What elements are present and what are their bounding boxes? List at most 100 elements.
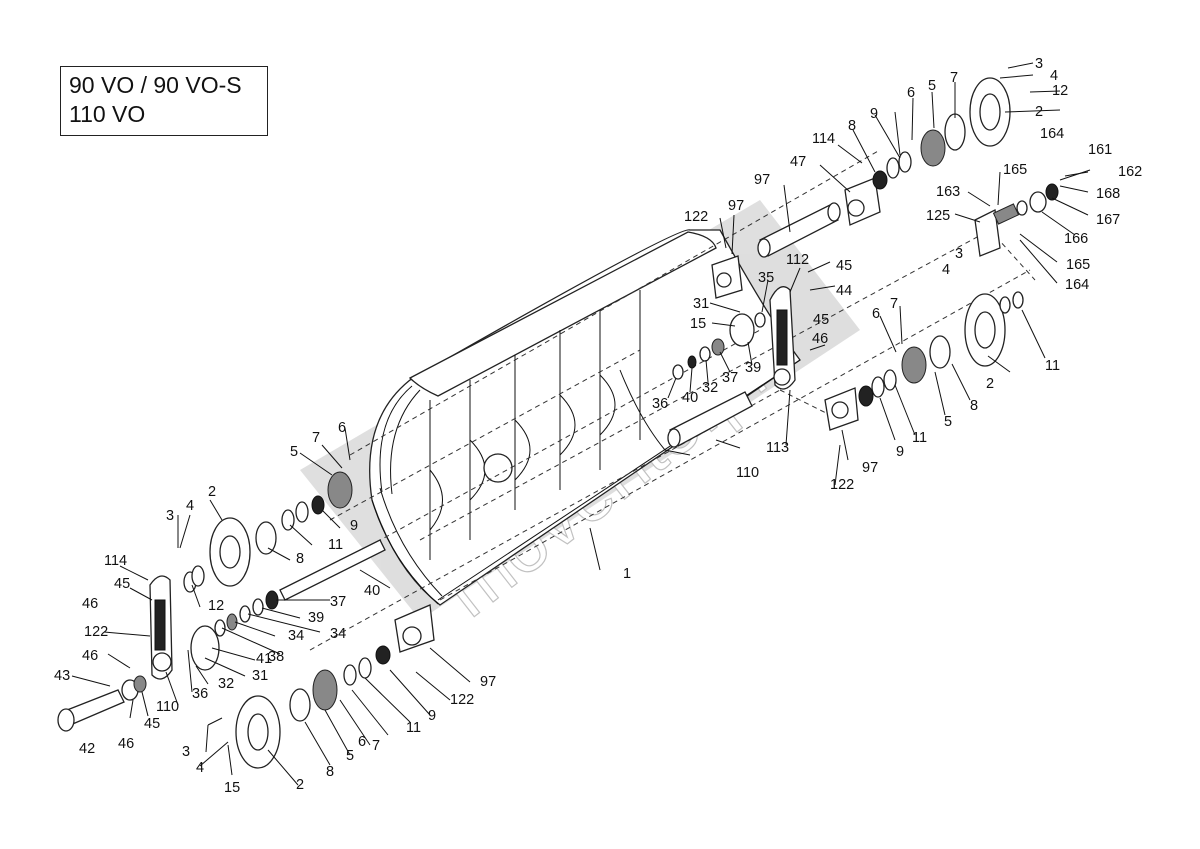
part-number-label: 114 [812,131,835,147]
part-number-label: 169 [0,0,24,4]
tensioner-assembly [974,169,1091,257]
part-number-label: 168 [1096,186,1120,202]
part-number-label: 31 [693,296,709,312]
part-number-label: 4 [942,262,950,278]
part-number-label: 162 [1118,164,1142,180]
part-number-label: 3 [182,744,190,760]
part-number-label: 112 [786,252,809,268]
part-number-label: 97 [728,198,744,214]
part-number-label: 2 [1035,104,1043,120]
part-number-label: 15 [224,780,240,796]
part-number-label: 6 [907,85,915,101]
part-number-label: 3 [166,508,174,524]
leader-lines [71,62,1089,786]
part-number-label: 2 [296,777,304,793]
part-number-label: 45 [813,312,829,328]
part-number-label: 38 [268,649,284,665]
part-number-label: 41 [256,651,272,667]
part-number-label: 8 [296,551,304,567]
part-number-label: 32 [218,676,234,692]
part-number-label: 34 [330,626,346,642]
part-number-label: 37 [722,370,738,386]
belt-drive [149,286,796,680]
part-number-label: 122 [450,692,474,708]
part-number-label: 11 [406,720,421,736]
part-number-label: 9 [350,518,358,534]
part-number-label: 5 [944,414,952,430]
part-number-label: 8 [848,118,856,134]
part-number-label: 161 [1088,142,1112,158]
part-number-label: 4 [1050,68,1058,84]
shaft-41 [279,539,386,601]
part-number-label: 2 [986,376,994,392]
part-number-label: 7 [890,296,898,312]
part-number-label: 6 [338,420,346,436]
part-number-label: 39 [745,360,761,376]
part-number-label: 125 [926,208,950,224]
part-number-label: 3 [1035,56,1043,72]
shaft-lower [667,391,753,448]
part-number-label: 42 [79,741,95,757]
part-number-label: 36 [192,686,208,702]
part-number-label: 46 [812,331,828,347]
part-number-label: 8 [970,398,978,414]
shaft-upper [757,202,841,258]
part-number-label: 40 [364,583,380,599]
part-number-label: 46 [82,596,98,612]
part-number-label: 46 [82,648,98,664]
drum-housing [369,229,801,606]
part-number-label: 2 [208,484,216,500]
part-number-label: 46 [118,736,134,752]
part-number-label: 5 [290,444,298,460]
part-number-label: 6 [358,734,366,750]
part-number-label: 31 [252,668,268,684]
part-number-label: 122 [830,477,854,493]
part-number-label: 8 [326,764,334,780]
drive-shaft-end [57,675,147,732]
part-number-label: 5 [346,748,354,764]
part-number-label: 39 [308,610,324,626]
bearing-housing-97 [394,177,881,653]
part-number-label: 7 [950,70,958,86]
part-number-label: 7 [372,738,380,754]
part-number-label: 12 [208,598,224,614]
flange-2 [209,77,1011,769]
part-number-label: 122 [684,209,708,225]
small-parts-lower [214,590,279,637]
part-number-label: 97 [754,172,770,188]
part-number-label: 36 [652,396,668,412]
part-number-label: 165 [1066,257,1090,273]
part-number-label: 3 [955,246,963,262]
part-number-label: 122 [84,624,108,640]
part-number-label: 45 [836,258,852,274]
part-number-label: 110 [156,699,179,715]
part-callouts: 1222233334444555566667777888899991111111… [0,0,1142,796]
part-number-label: 9 [870,106,878,122]
part-number-label: 110 [736,465,759,481]
part-number-label: 5 [928,78,936,94]
part-number-label: 164 [1040,126,1064,142]
part-number-label: 32 [702,380,718,396]
part-number-label: 1 [623,566,631,582]
small-parts-upper [672,312,766,380]
part-number-label: 6 [872,306,880,322]
part-number-label: 45 [144,716,160,732]
part-number-label: 45 [114,576,130,592]
part-number-label: 40 [682,390,698,406]
part-number-label: 166 [1064,231,1088,247]
bearings-seals [183,113,1024,722]
part-number-label: 15 [690,316,706,332]
part-number-label: 163 [936,184,960,200]
part-number-label: 34 [288,628,304,644]
part-number-label: 4 [196,760,204,776]
part-number-label: 12 [1052,83,1068,99]
part-number-label: 7 [312,430,320,446]
model-line-2: 110 VO [69,101,146,127]
part-number-label: 37 [330,594,346,610]
part-number-label: 11 [912,430,927,446]
part-number-label: 167 [1096,212,1120,228]
part-number-label: 113 [766,440,789,456]
part-number-label: 43 [54,668,70,684]
part-number-label: 44 [836,283,852,299]
